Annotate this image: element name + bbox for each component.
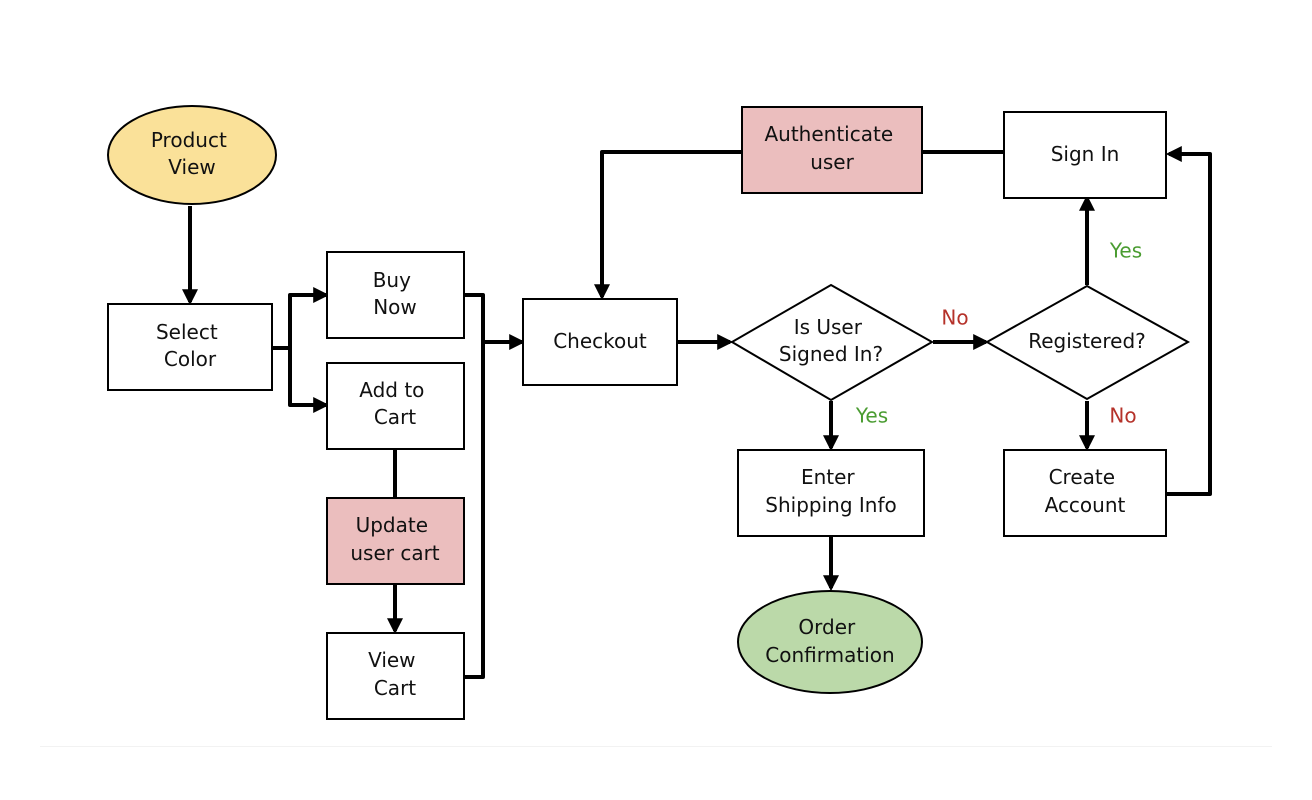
node-product-view: Product View [107,105,277,205]
edge-label-registered-no: No [1109,404,1136,428]
node-checkout-label: Checkout [553,329,647,353]
edge-buy-now-to-checkout-bus [465,293,485,679]
node-select-color-label: Select Color [156,320,224,371]
edge-label-signed-in-yes: Yes [855,404,888,428]
node-registered: Registered? [984,284,1191,401]
node-add-to-cart-label: Add to Cart [359,378,431,429]
edges [182,146,1212,679]
footer-divider [40,746,1272,747]
node-is-user-signed-in-label: Is User Signed In? [779,315,883,366]
node-buy-now-label: Buy Now [373,268,418,319]
edge-label-signed-in-no: No [941,306,968,330]
node-authenticate-user: Authenticate user [741,106,923,194]
node-product-view-label: Product View [151,128,233,179]
node-update-user-cart-label: Update user cart [350,513,439,565]
node-create-account: Create Account [1003,449,1167,537]
node-buy-now: Buy Now [326,251,465,339]
node-checkout: Checkout [522,298,678,386]
node-order-confirmation: Order Confirmation [737,590,923,694]
edge-select-color-to-add-to-cart [288,348,330,413]
node-view-cart: View Cart [326,632,465,720]
node-sign-in: Sign In [1003,111,1167,199]
node-registered-label: Registered? [1028,329,1146,353]
node-sign-in-label: Sign In [1051,142,1120,166]
node-select-color: Select Color [107,303,273,391]
node-authenticate-user-label: Authenticate user [764,122,899,174]
node-enter-shipping-info-label: Enter Shipping Info [765,465,896,517]
node-create-account-label: Create Account [1045,465,1126,517]
edge-authenticate-user-to-checkout [594,150,742,301]
node-is-user-signed-in: Is User Signed In? [730,283,935,402]
node-order-confirmation-label: Order Confirmation [765,615,894,667]
edge-create-account-to-sign-in [1165,146,1212,496]
edge-label-registered-yes: Yes [1109,239,1142,263]
edge-select-color-to-buy-now [272,287,330,350]
node-enter-shipping-info: Enter Shipping Info [737,449,925,537]
node-view-cart-label: View Cart [368,648,422,700]
node-update-user-cart: Update user cart [326,497,465,585]
node-add-to-cart: Add to Cart [326,362,465,450]
